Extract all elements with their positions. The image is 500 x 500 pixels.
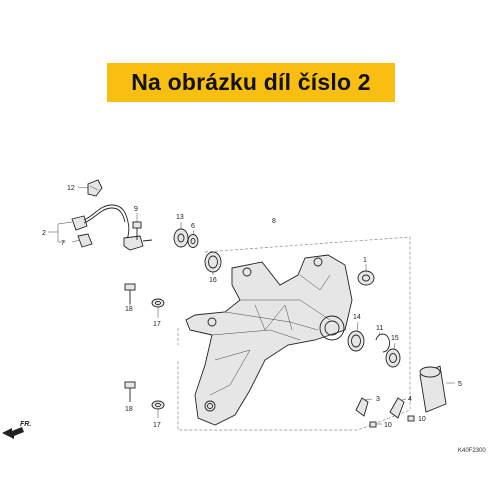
part-1-bushing (357, 270, 375, 286)
callout-3: 3 (376, 396, 380, 403)
part-13-clip (87, 179, 103, 197)
part-10-screw-a (369, 421, 377, 428)
callout-4: 4 (408, 396, 412, 403)
callout-7: 7 (61, 240, 65, 247)
part-3-bracket (355, 397, 369, 417)
callout-9: 9 (134, 206, 138, 213)
part-2-speed-sensor (71, 204, 153, 251)
part-11-collar (173, 228, 189, 248)
callout-18-upper: 18 (125, 306, 133, 313)
callout-5: 5 (458, 381, 462, 388)
callout-2: 2 (42, 230, 46, 237)
front-direction-arrow-icon (2, 427, 24, 439)
callout-16: 16 (209, 277, 217, 284)
callout-18-lower: 18 (125, 406, 133, 413)
callout-1: 1 (363, 257, 367, 264)
part-10-screw-b (407, 415, 415, 422)
part-17-washer-lower (151, 400, 165, 410)
callout-10-b: 10 (418, 416, 426, 423)
part-17-washer-upper (151, 298, 165, 308)
callout-13: 12 (67, 185, 75, 192)
diagram-code: K40F2300 (458, 448, 486, 454)
part-5-collar (419, 365, 447, 413)
callout-12: 11 (376, 325, 383, 332)
callout-14: 14 (353, 314, 361, 321)
swing-arm-part (185, 254, 353, 426)
callout-17-lower: 17 (153, 422, 161, 429)
part-14-bearing (347, 330, 365, 352)
part-15-seal (385, 348, 401, 368)
part-18-bolt-upper (124, 283, 136, 304)
part-number-banner: Na obrázku díl číslo 2 (107, 63, 395, 102)
callout-10-a: 10 (384, 422, 392, 429)
assembly-boundary (177, 236, 411, 431)
callout-8: 8 (272, 218, 276, 225)
part-4-bracket (389, 397, 405, 419)
callout-15: 15 (391, 335, 399, 342)
banner-text: Na obrázku díl číslo 2 (131, 69, 371, 95)
callout-17-upper: 17 (153, 321, 161, 328)
part-18-bolt-lower (124, 381, 136, 402)
part-16-bearing (204, 251, 222, 273)
callout-11: 13 (176, 214, 184, 221)
part-6-washer (187, 234, 199, 248)
callout-6: 6 (191, 223, 195, 230)
direction-label: FR. (20, 421, 31, 428)
